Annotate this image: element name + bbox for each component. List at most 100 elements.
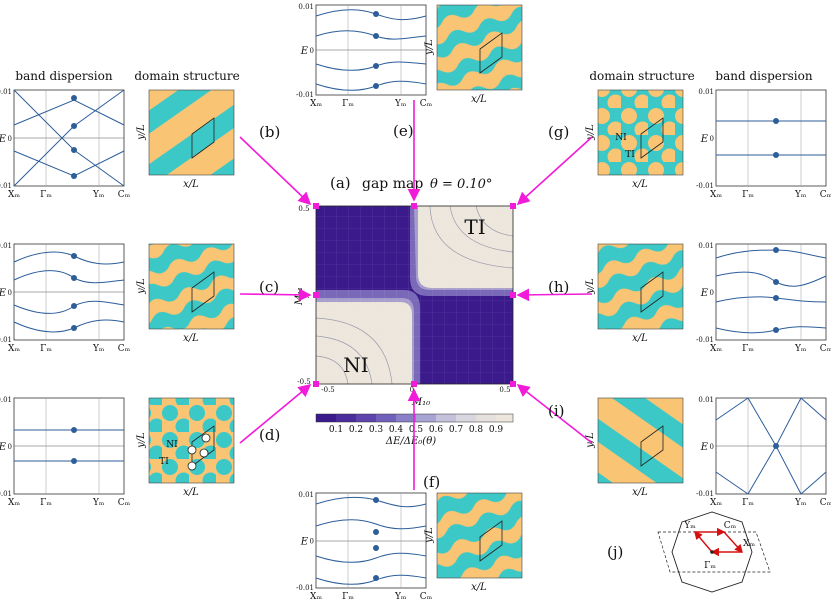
band-h-ytick-mid: 0 (710, 289, 714, 297)
band-h-ytick-top: 0.01 (698, 242, 714, 250)
header-domain-right: domain structure (589, 69, 694, 83)
band-d-kpoint-3: Cₘ (118, 498, 131, 508)
domain-d-xlabel: x/L (183, 487, 199, 498)
band-d-ytick-top: 0.01 (0, 396, 12, 404)
band-e-kpoint-0: Xₘ (310, 99, 322, 109)
band-b-ytick-top: 0.01 (0, 88, 12, 96)
domain-d-ylabel: y/L (136, 432, 147, 449)
band-h-kpoint-0: Xₘ (710, 344, 722, 354)
colorbar-tick-1: 0.2 (349, 425, 363, 435)
map-ytick-top: 0.5 (298, 205, 309, 213)
band-i-kpoint-3: Cₘ (820, 498, 831, 508)
band-b-ytick-bot: -0.01 (0, 182, 12, 190)
band-e-kpoint-3: Cₘ (420, 99, 433, 109)
band-b-ylabel: E (0, 134, 7, 145)
band-g-ytick-top: 0.01 (698, 88, 714, 96)
domain-f-xlabel: x/L (471, 582, 487, 593)
band-c-kpoint-2: Yₘ (92, 344, 105, 354)
panel-label-j: (j) (607, 543, 623, 561)
colorbar-tick-2: 0.3 (369, 425, 384, 435)
colorbar-tick-6: 0.7 (449, 425, 464, 435)
band-f-ytick-bot: -0.01 (296, 584, 314, 592)
band-i-kpoint-1: Γₘ (742, 498, 754, 508)
band-g-ylabel: E (700, 134, 709, 145)
header-domain-left: domain structure (134, 69, 239, 83)
brillouin-zone: Yₘ Cₘ Γₘ Xₘ (657, 511, 771, 593)
marker-c (313, 292, 319, 298)
colorbar-tick-4: 0.5 (409, 425, 424, 435)
marker-h (510, 292, 516, 298)
band-g-ytick-bot: -0.01 (696, 182, 714, 190)
panel-label-f: (f) (423, 473, 440, 491)
band-b-kpoint-2: Yₘ (92, 190, 105, 200)
band-h-kpoint-1: Γₘ (742, 344, 754, 354)
marker-g (510, 203, 516, 209)
band-b-kpoint-1: Γₘ (40, 190, 52, 200)
band-f-ytick-mid: 0 (310, 538, 314, 546)
bz-gamma-label: Γₘ (704, 561, 716, 571)
band-e-ylabel: E (300, 46, 309, 57)
domain-axis-labels: x/Ly/Lx/Ly/Lx/Ly/Lx/Ly/Lx/Ly/Lx/Ly/Lx/Ly… (136, 39, 648, 593)
band-i-ytick-mid: 0 (710, 443, 714, 451)
bz-x-label: Xₘ (743, 539, 755, 549)
band-d-kpoint-2: Yₘ (92, 498, 105, 508)
band-e-ytick-mid: 0 (310, 47, 314, 55)
colorbar-label: ΔE/ΔE₀(θ) (385, 436, 436, 447)
region-ti-label: TI (464, 215, 485, 239)
band-c-kpoint-0: Xₘ (8, 344, 20, 354)
panel-label-g: (g) (548, 123, 569, 141)
region-ni-label: NI (343, 353, 368, 377)
domain-e-xlabel: x/L (471, 94, 487, 105)
panel-label-h: (h) (548, 278, 569, 296)
band-i-kpoint-2: Yₘ (794, 498, 807, 508)
band-panel-d (13, 397, 125, 495)
marker-f (411, 381, 417, 387)
band-c-ytick-bot: -0.01 (0, 336, 12, 344)
band-i-ylabel: E (700, 442, 709, 453)
band-c-ytick-top: 0.01 (0, 242, 12, 250)
band-panel-i (715, 397, 827, 495)
band-b-ytick-mid: 0 (8, 135, 12, 143)
band-f-kpoint-3: Cₘ (420, 592, 433, 602)
band-h-kpoint-3: Cₘ (820, 344, 831, 354)
band-i-ytick-top: 0.01 (698, 396, 714, 404)
band-g-kpoint-1: Γₘ (742, 190, 754, 200)
bz-c-label: Cₘ (724, 521, 737, 531)
domain-h-ylabel: y/L (585, 278, 596, 295)
colorbar-tick-8: 0.9 (489, 425, 504, 435)
marker-i (510, 381, 516, 387)
header-band-left: band dispersion (15, 69, 112, 83)
domain-f-ylabel: y/L (424, 527, 435, 544)
band-f-ylabel: E (300, 537, 309, 548)
band-e-kpoint-1: Γₘ (342, 99, 354, 109)
gap-map (316, 206, 513, 384)
marker-b (313, 203, 319, 209)
band-panel-c (13, 243, 125, 341)
domain-b-ylabel: y/L (136, 124, 147, 141)
band-panel-e (315, 4, 427, 96)
gap-map-theta: θ = 0.10° (430, 177, 492, 192)
band-i-kpoint-0: Xₘ (710, 498, 722, 508)
panel-label-e: (e) (393, 122, 414, 140)
band-i-ytick-bot: -0.01 (696, 490, 714, 498)
band-g-kpoint-3: Cₘ (820, 190, 831, 200)
colorbar-tick-5: 0.6 (429, 425, 444, 435)
band-f-kpoint-2: Yₘ (394, 592, 407, 602)
band-f-kpoint-1: Γₘ (342, 592, 354, 602)
domain-b-xlabel: x/L (183, 179, 199, 190)
band-e-kpoint-2: Yₘ (394, 99, 407, 109)
band-b-kpoint-3: Cₘ (118, 190, 131, 200)
band-c-ytick-mid: 0 (8, 289, 12, 297)
band-e-ytick-bot: -0.01 (296, 91, 314, 99)
domain-d-ni: NI (166, 440, 178, 450)
map-ylabel: M₁₁ (294, 287, 305, 306)
domain-panel-c (148, 243, 235, 330)
band-panel-b (13, 89, 125, 187)
panel-label-i: (i) (548, 402, 565, 420)
domain-e-ylabel: y/L (424, 39, 435, 56)
domain-panel-e (436, 4, 523, 91)
band-h-kpoint-2: Yₘ (794, 344, 807, 354)
domain-h-xlabel: x/L (632, 333, 648, 344)
band-h-ytick-bot: -0.01 (696, 336, 714, 344)
domain-g-ti: TI (625, 150, 635, 160)
